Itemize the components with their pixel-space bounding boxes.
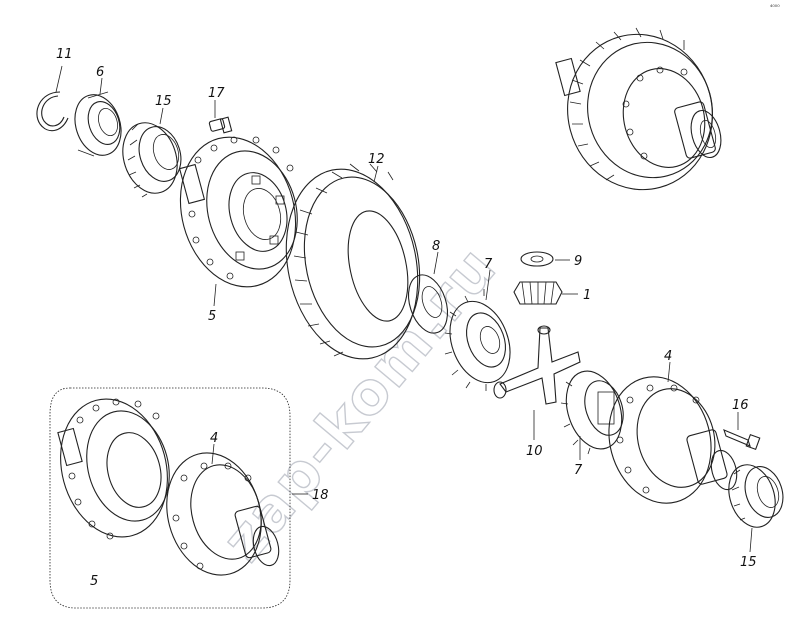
callout-4-lower: 4 xyxy=(210,431,218,446)
callout-7-upper: 7 xyxy=(484,257,493,272)
callout-11: 11 xyxy=(56,47,73,62)
callout-15-lower: 15 xyxy=(740,555,757,570)
callout-9: 9 xyxy=(574,254,582,269)
tapered-bearing-part-15-top xyxy=(122,107,182,198)
corner-mark: ⁴⁰⁰⁰ xyxy=(770,4,780,11)
differential-case-part-4-right xyxy=(608,361,738,504)
differential-case-part-5-top xyxy=(178,136,298,307)
washer-part-9 xyxy=(520,251,570,267)
callout-16: 16 xyxy=(732,398,749,413)
callout-7-lower: 7 xyxy=(574,463,583,478)
callout-4-right: 4 xyxy=(664,349,672,364)
side-gear-part-7-upper xyxy=(444,269,511,391)
callout-8: 8 xyxy=(432,239,440,254)
watermark: zap-kom.ru xyxy=(209,233,510,574)
callout-17: 17 xyxy=(208,86,225,101)
callout-10: 10 xyxy=(526,444,543,459)
ring-gear-part-12 xyxy=(285,163,421,360)
bolt-part-17 xyxy=(208,100,233,134)
assembled-differential-top-right xyxy=(555,27,722,191)
tapered-bearing-part-15-lower xyxy=(728,464,784,553)
callout-5-top: 5 xyxy=(208,309,216,324)
bolt-part-16 xyxy=(723,412,761,451)
pinion-gear-part-1 xyxy=(513,281,578,305)
callout-18: 18 xyxy=(312,488,329,503)
snap-ring-part-11 xyxy=(36,65,69,132)
callout-12: 12 xyxy=(368,152,385,167)
callout-labels: 11 6 15 17 12 5 8 9 7 1 4 16 10 7 15 4 1… xyxy=(56,47,757,589)
thrust-washer-part-8 xyxy=(407,251,449,334)
bearing-part-6 xyxy=(74,77,122,157)
callout-6: 6 xyxy=(96,65,104,80)
callout-15-top: 15 xyxy=(155,94,172,109)
assembly-box-part-18 xyxy=(49,387,308,609)
callout-1: 1 xyxy=(583,288,591,303)
spider-cross-part-10 xyxy=(493,325,581,440)
callout-5-lower: 5 xyxy=(90,574,98,589)
side-gear-part-7-lower xyxy=(560,370,624,460)
